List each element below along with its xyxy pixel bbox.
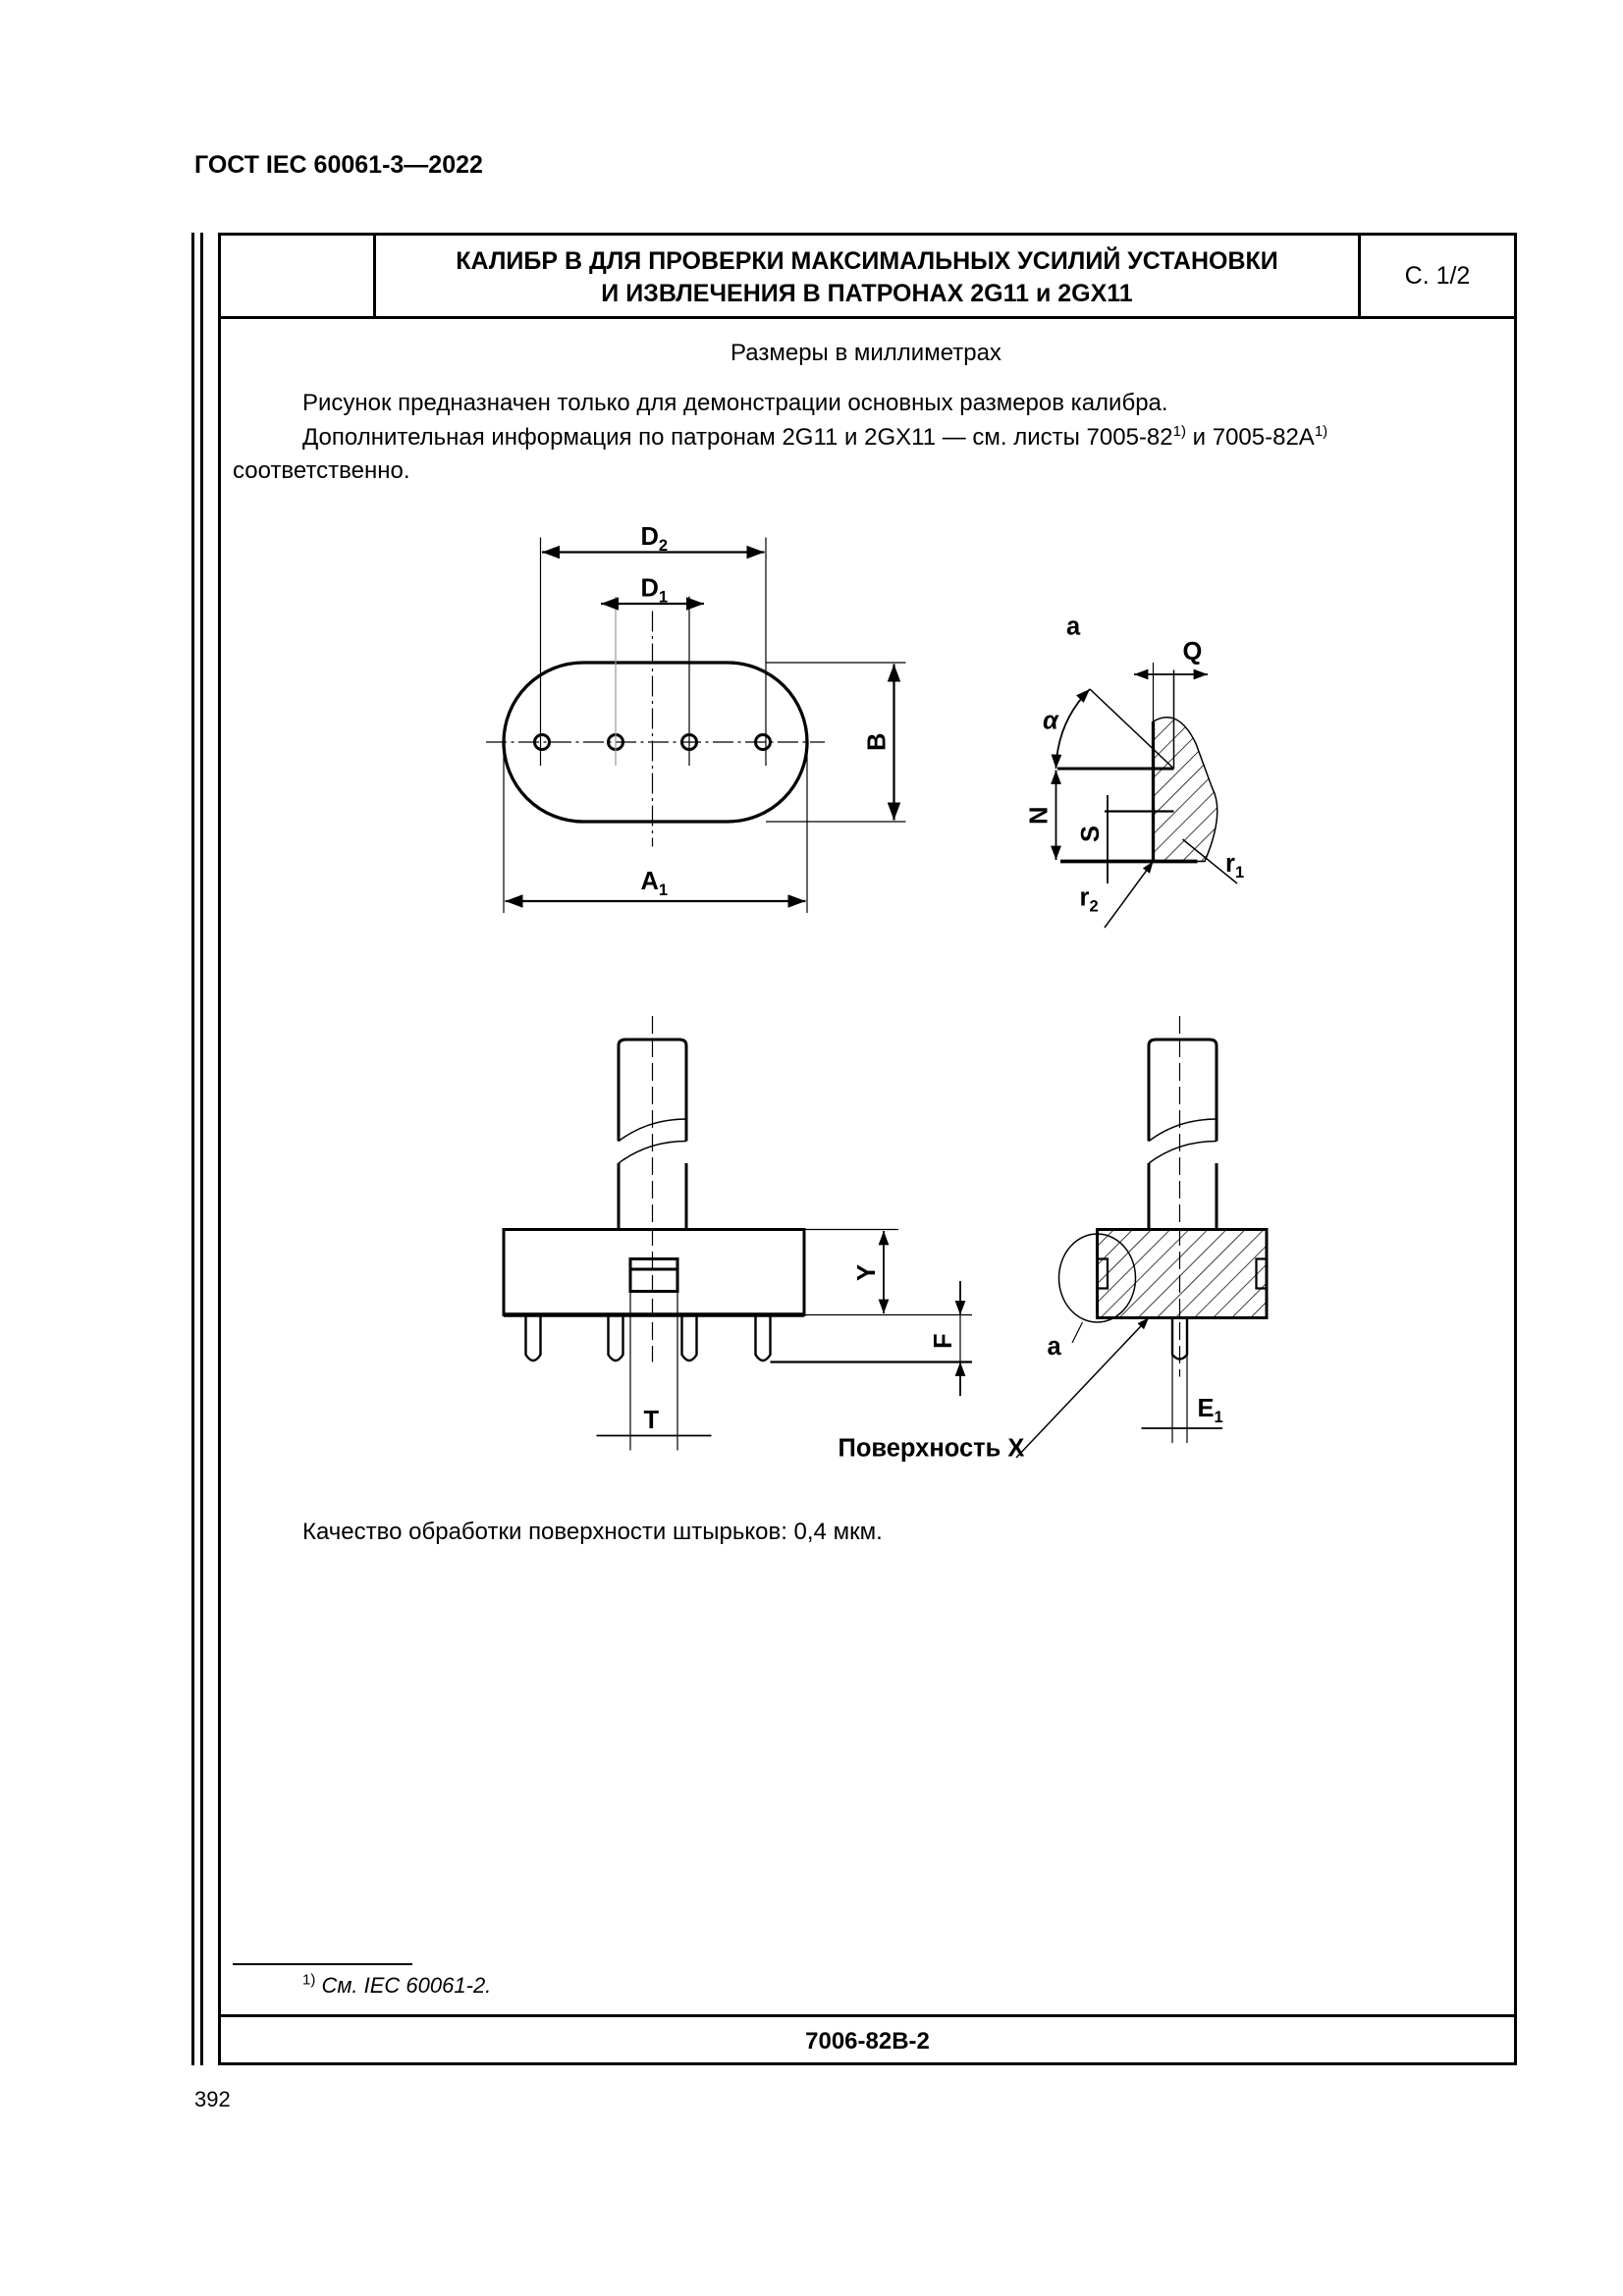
sheet-frame: КАЛИБР В ДЛЯ ПРОВЕРКИ МАКСИМАЛЬНЫХ УСИЛИ… xyxy=(218,233,1517,2065)
dim-label-y: Y xyxy=(853,1264,881,1281)
sheet-code: 7006-82B-2 xyxy=(221,2014,1514,2065)
text: и 7005-82A xyxy=(1185,424,1315,451)
dim-label-f: F xyxy=(930,1333,957,1349)
footnote-text: См. IEC 60061-2. xyxy=(315,1973,492,1998)
callout-label-a: a xyxy=(1048,1333,1062,1361)
dim-label-d1: D1 xyxy=(641,575,669,607)
footnote-ref[interactable]: 1) xyxy=(1172,423,1186,440)
units-note: Размеры в миллиметрах xyxy=(730,340,1001,366)
paragraph: соответственно. xyxy=(233,457,410,484)
detail-a-callout xyxy=(1057,1233,1137,1323)
side-section xyxy=(1015,1016,1269,1459)
surface-note: Качество обработки поверхности штырьков:… xyxy=(302,1519,883,1545)
header-divider xyxy=(373,236,376,316)
text: Дополнительная информация по патронам 2G… xyxy=(302,424,1173,451)
sheet-header: КАЛИБР В ДЛЯ ПРОВЕРКИ МАКСИМАЛЬНЫХ УСИЛИ… xyxy=(221,236,1514,319)
footnote-separator xyxy=(233,1963,412,1965)
top-view xyxy=(486,537,906,913)
dim-label-r2: r2 xyxy=(1080,884,1099,916)
frame-margin-line xyxy=(200,233,203,2065)
dim-label-alpha: α xyxy=(1043,708,1059,735)
front-view xyxy=(502,1016,972,1451)
title-line: И ИЗВЛЕЧЕНИЯ В ПАТРОНАХ 2G11 и 2GX11 xyxy=(601,280,1133,307)
sheet-title: КАЛИБР В ДЛЯ ПРОВЕРКИ МАКСИМАЛЬНЫХ УСИЛИ… xyxy=(376,245,1358,310)
dim-label-s: S xyxy=(1077,826,1105,842)
document-code: ГОСТ IEC 60061-3—2022 xyxy=(194,151,483,179)
dim-label-r1: r1 xyxy=(1225,850,1244,881)
dim-label-e1: E1 xyxy=(1198,1395,1223,1426)
footnote: 1) См. IEC 60061-2. xyxy=(302,1973,491,1999)
paragraph: Рисунок предназначен только для демонстр… xyxy=(302,390,1168,416)
section-body xyxy=(1096,1228,1269,1319)
paragraph: Дополнительная информация по патронам 2G… xyxy=(302,420,1327,454)
dim-label-q: Q xyxy=(1183,638,1203,666)
dim-label-d2: D2 xyxy=(641,523,669,555)
dim-label-a1: A1 xyxy=(641,868,669,899)
detail-a xyxy=(1051,663,1238,929)
surface-x-label: Поверхность X xyxy=(839,1435,1025,1463)
gauge-body xyxy=(502,1228,806,1316)
footnote-mark: 1) xyxy=(302,1971,316,1989)
sheet-number: С. 1/2 xyxy=(1404,262,1471,290)
detail-label-a: a xyxy=(1066,614,1081,641)
page-number: 392 xyxy=(194,2087,231,2111)
latch-window xyxy=(628,1257,679,1293)
dim-label-t: T xyxy=(644,1407,660,1434)
dim-label-n: N xyxy=(1026,807,1054,825)
footnote-ref[interactable]: 1) xyxy=(1314,423,1328,440)
header-divider xyxy=(1358,236,1361,316)
dim-label-b: B xyxy=(864,733,892,751)
frame-margin-line xyxy=(191,233,194,2065)
title-line: КАЛИБР В ДЛЯ ПРОВЕРКИ МАКСИМАЛЬНЫХ УСИЛИ… xyxy=(456,247,1278,275)
